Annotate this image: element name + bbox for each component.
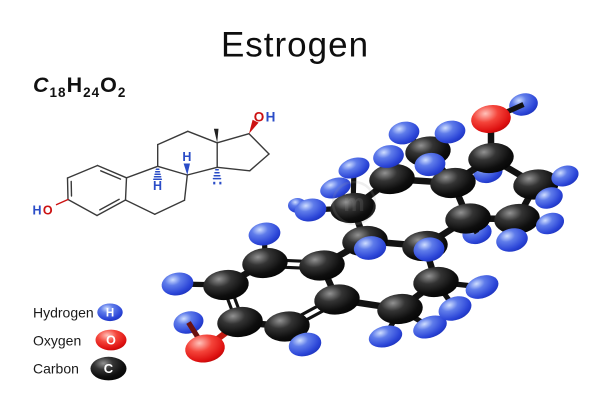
- svg-text:Hydrogen: Hydrogen: [33, 305, 94, 321]
- svg-text:H: H: [266, 110, 276, 125]
- svg-text:O: O: [106, 334, 116, 348]
- svg-text:H: H: [182, 150, 191, 164]
- svg-text:Oxygen: Oxygen: [33, 332, 81, 348]
- svg-text:O: O: [43, 204, 53, 218]
- svg-text:H: H: [106, 308, 114, 320]
- svg-text:H: H: [32, 204, 41, 218]
- svg-text:H: H: [153, 179, 162, 193]
- svg-text:C18H24O2: C18H24O2: [33, 73, 126, 100]
- svg-text:m: m: [343, 190, 364, 217]
- svg-text:Estrogen: Estrogen: [221, 26, 369, 65]
- svg-text:Carbon: Carbon: [33, 360, 79, 376]
- svg-text:C: C: [104, 361, 114, 376]
- svg-text:O: O: [254, 110, 265, 125]
